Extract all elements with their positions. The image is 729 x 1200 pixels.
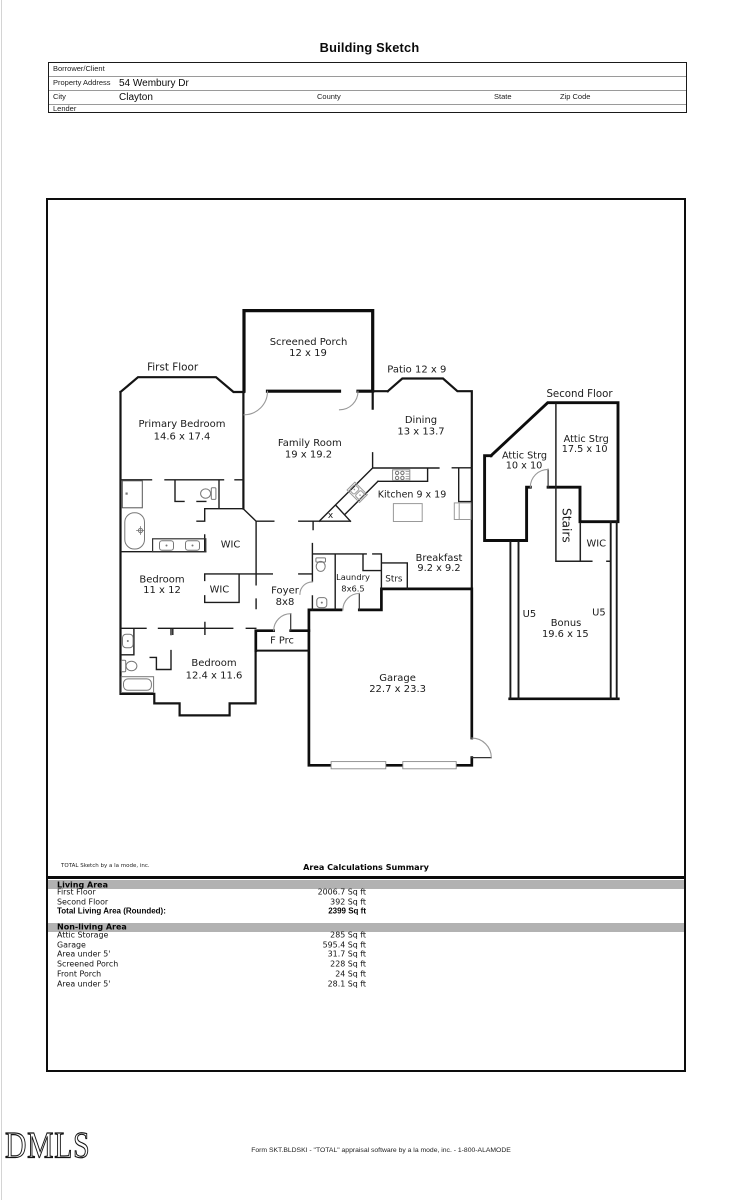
room-label: Laundry: [336, 572, 370, 582]
room-label: 10 x 10: [506, 461, 543, 472]
first-floor-exterior-walls: [118, 376, 473, 717]
room-label: x: [328, 511, 334, 521]
form-row-city: City Clayton County State Zip Code: [49, 89, 686, 104]
room-label: First Floor: [147, 362, 199, 374]
room-label: WIC: [587, 538, 607, 549]
city-value: Clayton: [119, 91, 153, 103]
room-label: Strs: [385, 574, 403, 584]
form-row-lender: Lender: [49, 103, 686, 114]
room-label: WIC: [210, 585, 230, 596]
room-label: 19 x 19.2: [285, 449, 332, 460]
borrower-label: Borrower/Client: [53, 64, 105, 74]
summary-row: Total Living Area (Rounded):2399 Sq ft: [57, 906, 366, 916]
property-form: Borrower/Client Property Address 54 Wemb…: [48, 62, 687, 113]
room-label: Dining: [405, 415, 437, 426]
room-label: 8x8: [276, 597, 295, 608]
summary-row: Area under 5'28.1 Sq ft: [57, 979, 366, 989]
room-label: Foyer: [271, 586, 300, 597]
room-label: Kitchen 9 x 19: [378, 490, 447, 501]
room-label: 12.4 x 11.6: [186, 670, 243, 681]
city-label: City: [53, 92, 66, 102]
room-label: Second Floor: [546, 389, 613, 400]
room-label: Primary Bedroom: [138, 419, 225, 430]
form-row-address: Property Address 54 Wembury Dr: [49, 75, 686, 90]
bonus-side-walls: [509, 520, 618, 700]
summary-attribution: TOTAL Sketch by a la mode, inc.: [61, 863, 150, 869]
room-label: U5: [523, 609, 537, 620]
summary-divider: [48, 875, 684, 879]
room-label: Bedroom: [139, 575, 184, 586]
room-label: Bedroom: [191, 658, 236, 669]
summary-header: TOTAL Sketch by a la mode, inc. Area Cal…: [48, 860, 684, 874]
room-label: 17.5 x 10: [562, 444, 608, 455]
room-label: 22.7 x 23.3: [369, 684, 426, 695]
state-label: State: [494, 92, 512, 102]
room-label: Screened Porch: [270, 337, 348, 348]
room-label: Family Room: [278, 438, 342, 449]
room-label: Stairs: [560, 508, 574, 543]
room-label: Attic Strg: [564, 434, 609, 445]
room-label: 12 x 19: [289, 348, 327, 359]
room-label: Garage: [379, 673, 416, 684]
room-label: Attic Strg: [502, 450, 547, 461]
door-swing-arcs: [243, 390, 549, 759]
room-label: Breakfast: [416, 553, 463, 564]
room-label: F Prc: [270, 636, 294, 647]
summary-row: Area under 5'31.7 Sq ft: [57, 949, 366, 959]
room-label: Bonus: [551, 618, 581, 629]
page-edge-line: [1, 0, 2, 1200]
dmls-watermark-text: DMLS: [5, 1125, 90, 1163]
form-row-borrower: Borrower/Client: [49, 63, 686, 76]
county-label: County: [317, 92, 341, 102]
page-title: Building Sketch: [319, 40, 420, 55]
summary-section-header: Living Area: [48, 880, 684, 889]
zip-label: Zip Code: [560, 92, 591, 102]
room-label: 9.2 x 9.2: [417, 563, 460, 574]
footer-line: Form SKT.BLDSKI - "TOTAL" appraisal soft…: [251, 1146, 511, 1154]
summary-section-header: Non-living Area: [48, 923, 684, 932]
room-label: 13 x 13.7: [397, 427, 444, 438]
door-leaves: [290, 468, 549, 759]
room-label: U5: [592, 608, 606, 619]
room-label: 8x6.5: [341, 584, 364, 594]
garage-walls: [254, 587, 474, 767]
summary-title: Area Calculations Summary: [303, 861, 429, 872]
lender-label: Lender: [53, 104, 77, 114]
address-value: 54 Wembury Dr: [119, 77, 189, 89]
kitchen-fixtures: [346, 469, 472, 523]
room-label: Patio 12 x 9: [387, 365, 446, 376]
garage-door-panels: [330, 761, 457, 770]
room-label: 19.6 x 15: [542, 629, 589, 640]
bathroom-fixtures: [120, 480, 328, 694]
address-label: Property Address: [53, 78, 111, 88]
room-label: 14.6 x 17.4: [154, 431, 211, 442]
second-floor-outline: [483, 401, 620, 542]
room-label: WIC: [221, 540, 241, 551]
screened-porch-walls: [242, 309, 375, 393]
second-floor-interior-walls: [555, 403, 612, 562]
dmls-watermark: DMLS: [4, 1125, 90, 1163]
room-label: 11 x 12: [143, 585, 181, 596]
